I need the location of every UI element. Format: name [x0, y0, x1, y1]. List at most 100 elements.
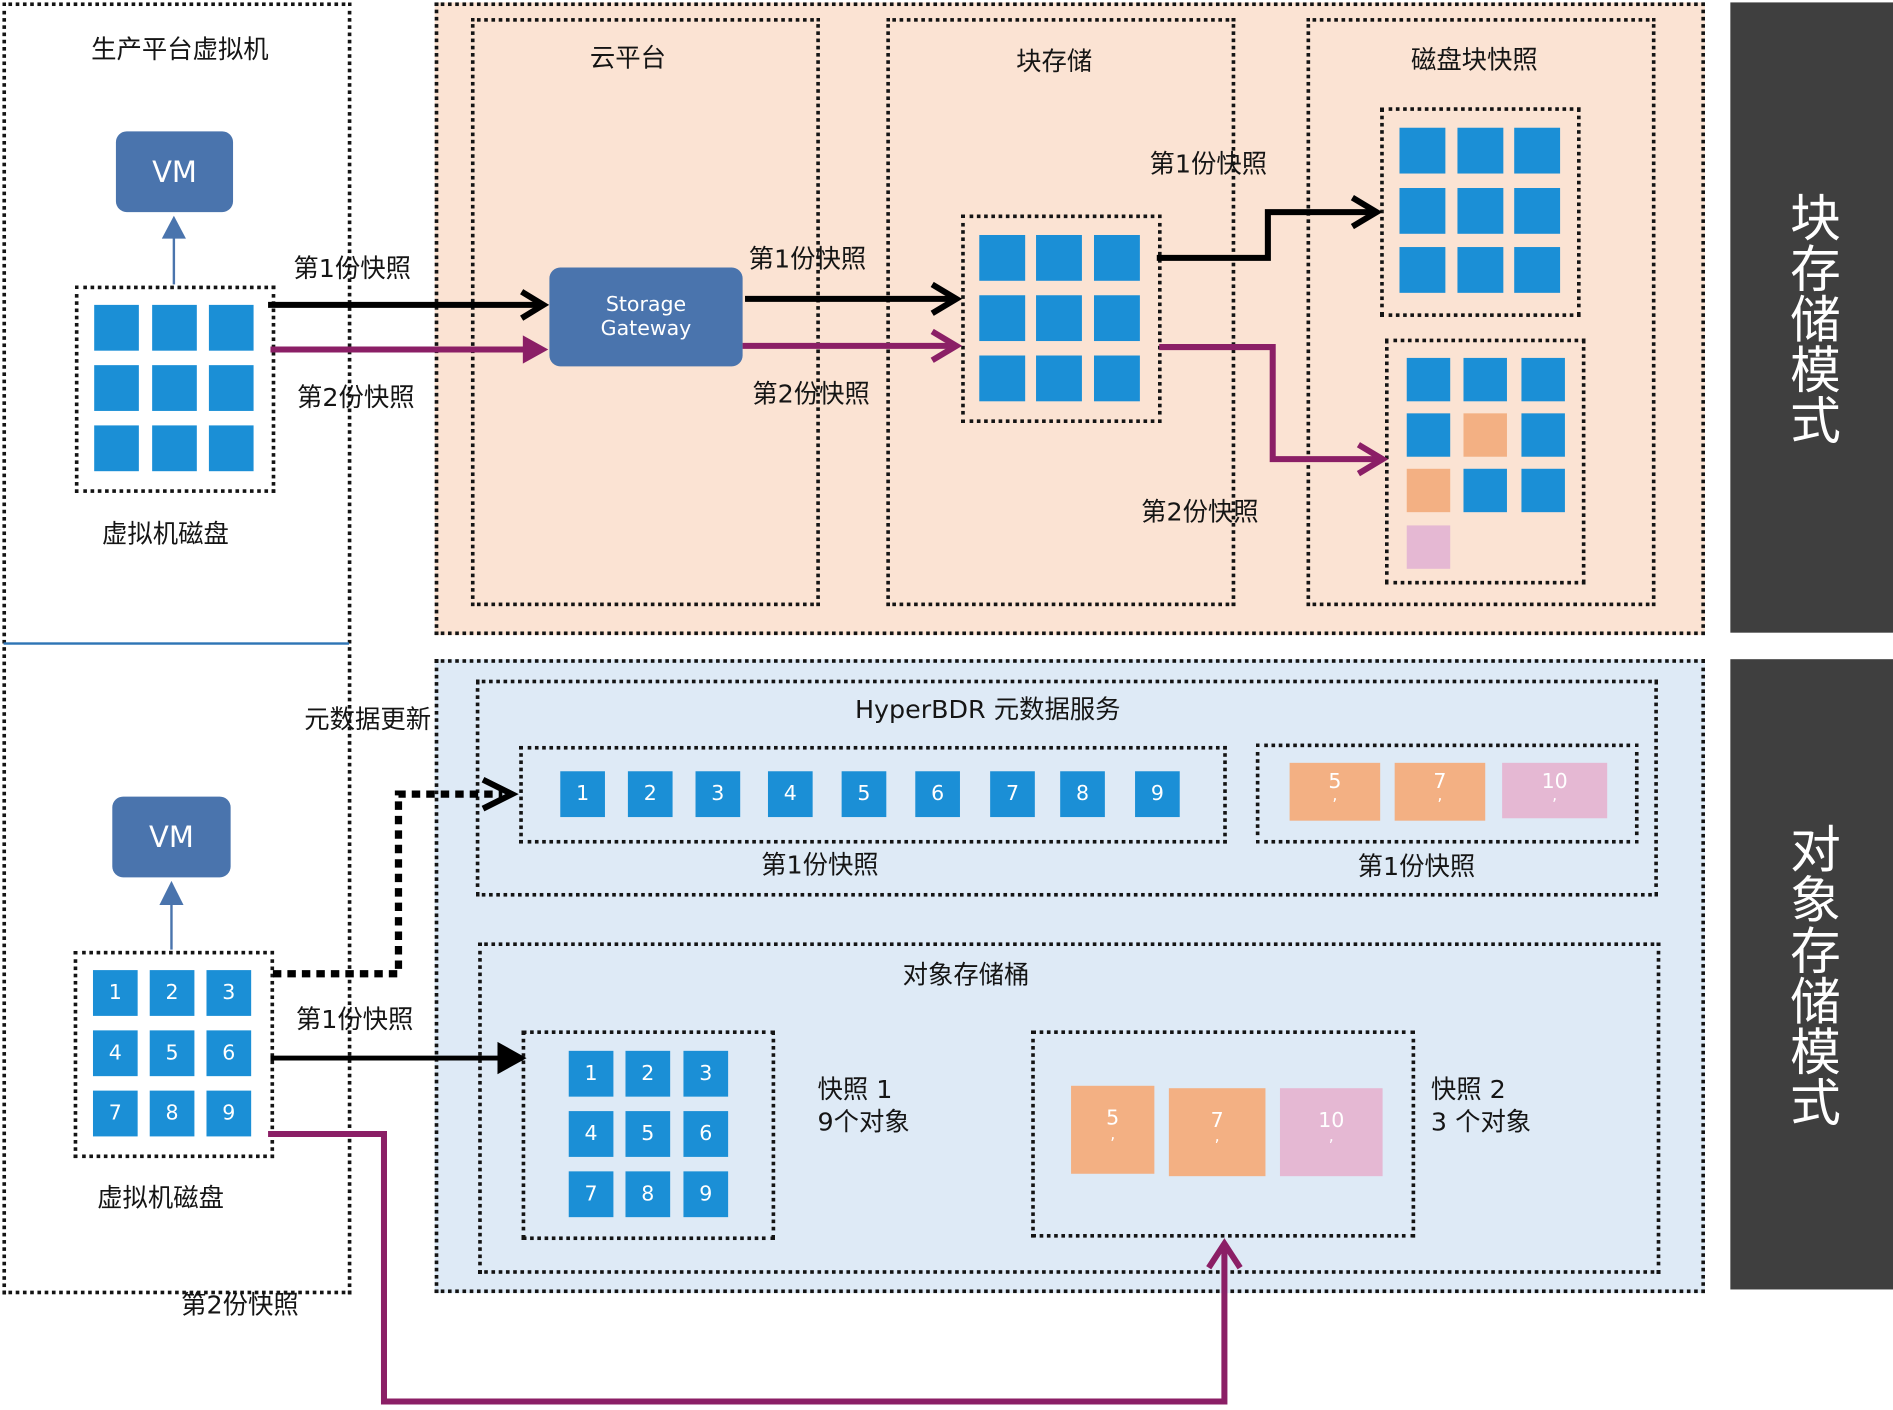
metadata-object: 8 [1060, 771, 1105, 818]
storage-block [1036, 355, 1082, 402]
snapshot2-label-left: 第2份快照 [297, 383, 415, 413]
snapshot-block [1521, 357, 1565, 402]
vm-disk-grid-top [74, 285, 276, 493]
disk-object: 2 [149, 970, 195, 1016]
metadata-object: 6 [915, 771, 960, 818]
storage-block [1093, 355, 1140, 402]
disk-object: 5 [149, 1030, 195, 1077]
snapshot-block [1406, 357, 1451, 402]
snapshot1-label-bottom: 第1份快照 [295, 1005, 414, 1034]
snapshot-block [1514, 187, 1561, 234]
vm-disk-label-top: 虚拟机磁盘 [102, 519, 229, 549]
disk-to-vm-connector-bottom [159, 880, 184, 950]
disk-object: 4 [92, 1030, 138, 1077]
gateway-label-line2: Gateway [600, 316, 692, 342]
bucket-object: 4 [568, 1111, 614, 1157]
production-vm-title: 生产平台虚拟机 [91, 34, 269, 64]
metadata-object: 4 [767, 771, 813, 818]
storage-gateway: Storage Gateway [549, 267, 743, 367]
bucket-object: 5 [625, 1111, 671, 1157]
bucket-new-object: 10, [1279, 1088, 1383, 1177]
metadata-service-box [475, 679, 1658, 897]
metadata-object: 2 [627, 771, 673, 818]
disk-block-snapshot-box [1306, 18, 1656, 607]
bucket-snapshot2-caption-line2: 3 个对象 [1430, 1107, 1532, 1137]
bucket-snapshot1-caption-line1: 快照 1 [817, 1074, 893, 1104]
bucket-snapshot2-caption-line1: 快照 2 [1430, 1074, 1506, 1104]
metadata-snapshot1-label: 第1份快照 [761, 850, 879, 880]
metadata-object: 7 [990, 771, 1035, 818]
storage-block [1036, 295, 1082, 342]
bucket-object: 7 [568, 1171, 614, 1218]
disk-block [152, 365, 197, 411]
metadata-snapshot1-row [519, 745, 1227, 844]
snapshot1-label-left: 第1份快照 [293, 254, 412, 284]
bucket-object: 6 [683, 1111, 729, 1157]
disk-to-vm-connector-top [161, 215, 186, 285]
metadata-object: 1 [560, 771, 605, 818]
snapshot-block [1514, 127, 1561, 174]
disk-block [208, 365, 254, 411]
snapshot1-arrow-to-block-storage [745, 281, 963, 316]
metadata-service-title: HyperBDR 元数据服务 [854, 695, 1121, 725]
metadata-object: 9 [1135, 771, 1180, 818]
new-block [1406, 525, 1451, 569]
object-bucket-title: 对象存储桶 [902, 960, 1030, 990]
storage-block [1036, 234, 1082, 281]
disk-object: 3 [206, 970, 252, 1016]
block-mode-band: 块存储模式 [1730, 2, 1893, 633]
snapshot2-label-mid: 第2份快照 [752, 379, 870, 409]
disk-object: 6 [206, 1030, 252, 1077]
bucket-object: 2 [625, 1050, 671, 1097]
metadata-object: 5 [841, 771, 887, 818]
disk-block-snapshot-title: 磁盘块快照 [1410, 45, 1538, 75]
disk-block [94, 304, 139, 351]
storage-block [1093, 295, 1140, 342]
block-storage-title: 块存储 [1016, 46, 1093, 76]
snapshot-block [1399, 127, 1446, 174]
bucket-snapshot2-box [1031, 1030, 1416, 1238]
bucket-snapshot1-caption-line2: 9个对象 [817, 1107, 910, 1137]
bucket-snapshot1-caption: 快照 1 9个对象 [817, 1074, 909, 1139]
bucket-changed-object: 5, [1071, 1085, 1155, 1174]
bucket-object: 3 [683, 1050, 729, 1097]
snapshot-block [1457, 127, 1504, 174]
metadata-snapshot2-label: 第1份快照 [1357, 852, 1476, 881]
metadata-changed-object: 7, [1394, 762, 1486, 821]
snapshot2-block-grid [1385, 338, 1586, 585]
snapshot1-arrow-to-snapshot-copy [1156, 195, 1383, 261]
object-mode-label: 对象存储模式 [1782, 822, 1842, 1127]
metadata-new-object: 10, [1502, 762, 1608, 819]
vm-disk-label-bottom: 虚拟机磁盘 [97, 1183, 224, 1213]
metadata-changed-object: 5, [1289, 762, 1381, 821]
snapshot2-arrow-to-gateway [270, 335, 549, 364]
bucket-object: 1 [568, 1050, 614, 1097]
vm-top: VM [115, 131, 234, 213]
production-vm-panel [2, 2, 352, 1295]
snapshot-block [1406, 413, 1451, 457]
changed-block [1406, 468, 1451, 513]
snapshot1-label-mid: 第1份快照 [748, 244, 867, 274]
vm-bottom: VM [112, 796, 231, 878]
storage-block [979, 234, 1026, 281]
object-mode-band: 对象存储模式 [1730, 659, 1893, 1290]
bucket-object: 9 [683, 1171, 729, 1218]
storage-block [979, 295, 1026, 342]
snapshot2-arrow-to-bucket [268, 1130, 1243, 1405]
disk-object: 1 [92, 970, 138, 1016]
snapshot2-arrow-to-snapshot-copy [1159, 344, 1389, 477]
bucket-snapshot2-caption: 快照 2 3 个对象 [1431, 1074, 1531, 1139]
bucket-snapshot1-grid [521, 1030, 776, 1241]
snapshot-block [1457, 247, 1504, 293]
disk-block [152, 425, 197, 472]
snapshot-block [1399, 247, 1446, 293]
storage-block [1093, 234, 1140, 281]
block-mode-label: 块存储模式 [1782, 191, 1842, 445]
disk-block [94, 365, 139, 411]
snapshot1-label-right: 第1份快照 [1149, 149, 1268, 179]
disk-block [208, 304, 254, 351]
metadata-update-arrow [272, 777, 519, 978]
snapshot1-arrow-to-gateway [268, 289, 550, 321]
